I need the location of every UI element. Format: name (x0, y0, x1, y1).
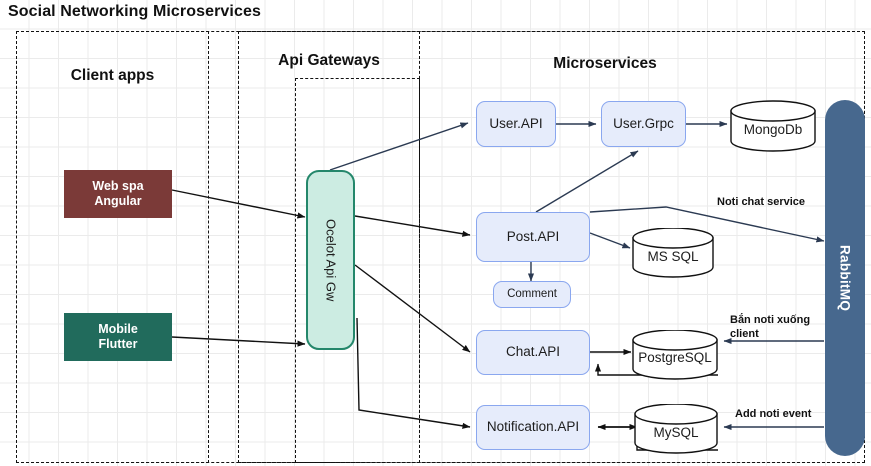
service-comment[interactable]: Comment (493, 281, 571, 308)
service-post-api-label: Post.API (506, 228, 560, 244)
client-box-mobile-flutter-label: Mobile Flutter (98, 322, 138, 351)
edge-label-ban-noti-xuong-client: Bắn noti xuống client (730, 314, 811, 340)
service-chat-api[interactable]: Chat.API (476, 330, 590, 375)
zone-api-gateways-label: Api Gateways (278, 52, 380, 69)
service-chat-api-label: Chat.API (505, 344, 561, 360)
database-ms-sql-label: MS SQL (647, 249, 699, 264)
database-postgresql-label: PostgreSQL (638, 350, 712, 365)
broker-rabbitmq[interactable]: RabbitMQ (825, 100, 865, 456)
client-box-web-spa-angular-label: Web spa Angular (92, 179, 144, 208)
database-ms-sql[interactable]: MS SQL (632, 228, 714, 278)
edge-label-add-noti-event: Add noti event (735, 408, 812, 420)
zone-microservices-label: Microservices (553, 55, 657, 72)
database-mysql-label: MySQL (653, 425, 699, 440)
edge-label-noti-chat-service: Noti chat service (717, 196, 806, 208)
page-title: Social Networking Microservices (8, 3, 261, 20)
broker-rabbitmq-label: RabbitMQ (837, 244, 853, 312)
database-postgresql[interactable]: PostgreSQL (632, 330, 718, 380)
gateway-ocelot-api-gw-label: Ocelot Api Gw (323, 218, 339, 302)
service-user-grpc[interactable]: User.Grpc (601, 101, 686, 147)
service-post-api[interactable]: Post.API (476, 212, 590, 262)
service-user-grpc-label: User.Grpc (613, 115, 674, 131)
zone-client-apps (16, 31, 209, 463)
database-mongodb[interactable]: MongoDb (730, 100, 816, 152)
service-notification-api[interactable]: Notification.API (476, 405, 590, 450)
service-notification-api-label: Notification.API (486, 419, 580, 435)
database-mysql[interactable]: MySQL (634, 404, 718, 454)
service-comment-label: Comment (507, 287, 557, 300)
service-user-api-label: User.API (489, 115, 543, 131)
zone-client-apps-label: Client apps (70, 67, 155, 84)
gateway-ocelot-api-gw[interactable]: Ocelot Api Gw (306, 170, 355, 350)
client-box-web-spa-angular[interactable]: Web spa Angular (64, 170, 172, 218)
client-box-mobile-flutter[interactable]: Mobile Flutter (64, 313, 172, 361)
database-mongodb-label: MongoDb (743, 122, 803, 137)
service-user-api[interactable]: User.API (476, 101, 556, 147)
